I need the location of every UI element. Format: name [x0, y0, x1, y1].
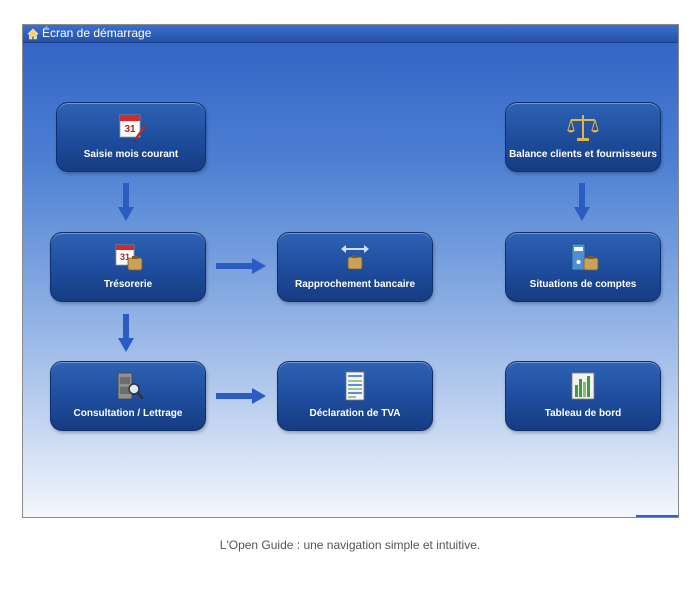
svg-text:31: 31 — [120, 252, 130, 262]
tile-label: Situations de comptes — [529, 279, 637, 290]
status-line — [636, 515, 678, 517]
tile-label: Saisie mois courant — [83, 149, 179, 160]
home-icon — [27, 28, 39, 39]
bank-exchange-icon — [341, 245, 369, 270]
tile-tresorerie[interactable]: 31 Trésorerie — [50, 232, 206, 302]
window-titlebar: Écran de démarrage — [23, 25, 678, 43]
tile-label: Consultation / Lettrage — [73, 408, 183, 419]
tile-label: Balance clients et fournisseurs — [509, 149, 657, 160]
binder-money-icon — [571, 243, 599, 271]
tile-saisie-mois-courant[interactable]: 31 Saisie mois courant — [56, 102, 206, 172]
calendar-pen-icon: 31 — [119, 114, 147, 142]
bar-chart-icon — [571, 372, 595, 400]
tile-rapprochement-bancaire[interactable]: Rapprochement bancaire — [277, 232, 433, 302]
tile-tableau-de-bord[interactable]: Tableau de bord — [505, 361, 661, 431]
tile-consultation-lettrage[interactable]: Consultation / Lettrage — [50, 361, 206, 431]
calendar-money-icon: 31 — [115, 244, 143, 271]
tile-situations-comptes[interactable]: Situations de comptes — [505, 232, 661, 302]
tile-label: Déclaration de TVA — [309, 408, 401, 419]
tile-label: Tableau de bord — [544, 408, 622, 419]
tile-label: Rapprochement bancaire — [294, 279, 416, 290]
svg-text:31: 31 — [124, 124, 136, 135]
arrow-down-balance-situations — [574, 183, 590, 221]
page-caption: L'Open Guide : une navigation simple et … — [219, 538, 481, 552]
scales-icon — [567, 115, 599, 141]
start-screen-window: Écran de démarrage 31 Saisie mois couran… — [22, 24, 679, 518]
arrow-right-tresorerie-rapprochement — [216, 258, 266, 274]
tax-form-icon — [345, 371, 365, 401]
tile-declaration-tva[interactable]: Déclaration de TVA — [277, 361, 433, 431]
tile-balance-clients-fournisseurs[interactable]: Balance clients et fournisseurs — [505, 102, 661, 172]
cabinet-search-icon — [117, 372, 144, 400]
arrow-down-tresorerie-consultation — [118, 314, 134, 352]
window-title: Écran de démarrage — [42, 26, 152, 40]
arrow-right-consultation-declaration — [216, 388, 266, 404]
arrow-down-saisie-tresorerie — [118, 183, 134, 221]
tile-label: Trésorerie — [103, 279, 153, 290]
